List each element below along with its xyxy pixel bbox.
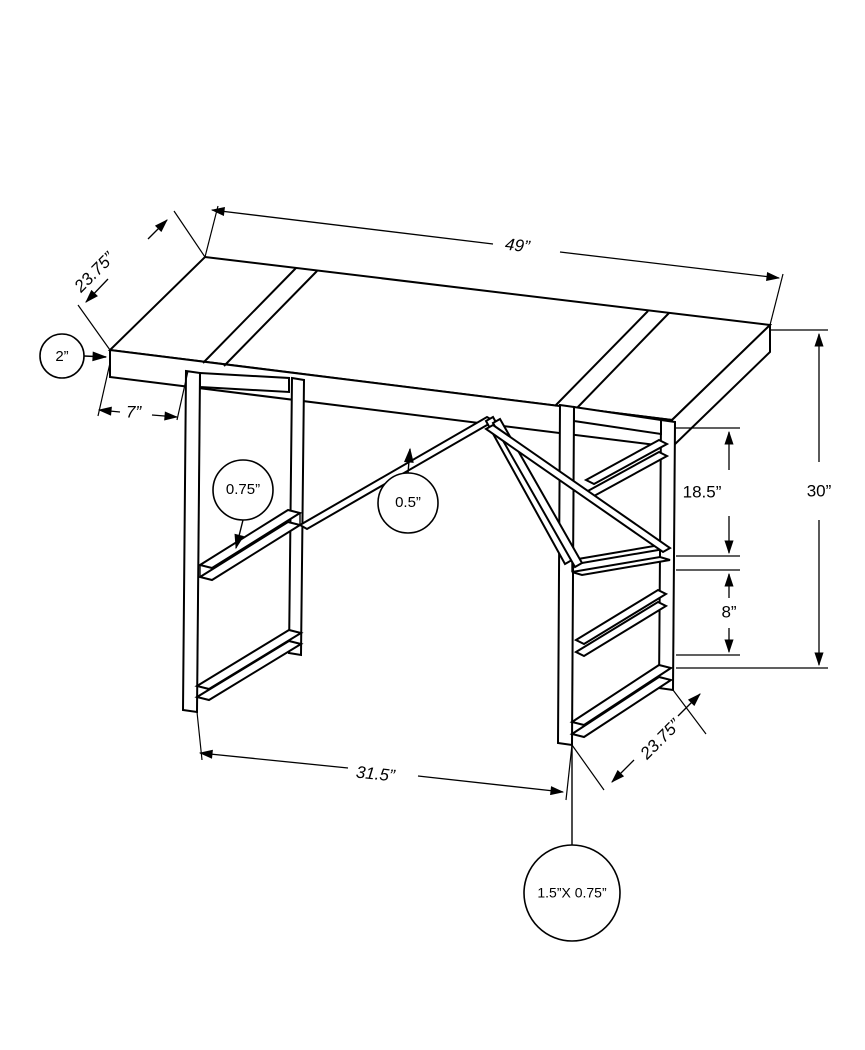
ext-line-overhang-left (97, 362, 111, 417)
left-leg-rear-upright (287, 376, 306, 657)
right-leg-lower-diagonal-b (573, 600, 669, 658)
balloon-label-cross-brace: 0.5” (395, 494, 421, 511)
desktop-seam-left-b (223, 270, 318, 367)
ext-line-width-right (769, 273, 784, 326)
dim-label-foot-span: 31.5” (355, 763, 397, 786)
left-leg-bottom-rail (194, 628, 304, 691)
center-brace-right-b (491, 417, 584, 569)
dim-line-framedepth-b (677, 693, 701, 717)
ext-line-framedepth-back (672, 689, 707, 735)
right-leg-lower-diagonal (573, 588, 669, 646)
ext-line-depth-back (173, 210, 206, 258)
ext-line-width-left (204, 205, 219, 258)
dim-line-overhang-b (151, 411, 179, 421)
left-leg-bottom-rail-face (194, 639, 304, 702)
ext-line-depth-front (77, 304, 111, 351)
dim-line-framedepth-a (611, 759, 635, 783)
dim-label-overall-height: 30” (807, 481, 832, 500)
desktop-seam-right-a (554, 310, 649, 407)
right-leg-rear-upright-edge (672, 421, 676, 691)
dim-label-lower-clearance: 8” (721, 602, 736, 621)
left-shelf-rail-bottom (197, 520, 303, 582)
balloon-leg-profile (523, 844, 621, 942)
balloon-label-shelf-rail: 0.75” (226, 481, 260, 498)
dim-line-depth-b (85, 278, 109, 303)
desktop-seam-right-b (575, 312, 670, 410)
desktop-seam-left-a (202, 267, 297, 364)
dim-line-footspan-b (417, 775, 565, 796)
right-leg-front-upright-edge (571, 406, 575, 746)
dim-label-overhang: 7” (126, 402, 142, 421)
dim-label-upper-clearance: 18.5” (683, 482, 722, 501)
ext-line-overhang-right (176, 370, 189, 421)
dim-line-width-b (559, 251, 781, 282)
left-leg-top-rail (199, 371, 290, 394)
dim-label-overall-depth: 23.75” (70, 248, 119, 297)
right-leg-front-upright (556, 403, 576, 747)
dim-line-depth-a (147, 219, 168, 240)
lead-line-shelf-rail (234, 519, 245, 550)
right-leg-rear-upright (657, 418, 677, 692)
right-leg-top-rail (573, 405, 662, 436)
left-leg-front-upright-edge (196, 372, 201, 713)
balloon-label-leg-profile: 1.5”X 0.75” (537, 885, 607, 901)
ext-line-footspan-right (565, 744, 573, 801)
right-leg-bottom-rail-b (569, 675, 674, 739)
lead-line-cross-brace (403, 447, 414, 474)
balloon-label-top-thickness: 2” (55, 348, 68, 365)
lead-line-top-thickness (83, 351, 108, 362)
dim-line-width-a (210, 206, 494, 245)
center-brace-right-long (484, 423, 672, 554)
right-leg-bottom-rail (569, 663, 674, 727)
dim-label-frame-depth: 23.75” (636, 715, 685, 764)
dim-line-footspan-a (198, 749, 349, 769)
dim-line-overhang-a (97, 406, 121, 416)
right-shelf-rail-bottom (571, 555, 671, 577)
dim-label-overall-width: 49” (504, 235, 532, 257)
ext-line-framedepth-front (571, 744, 605, 791)
right-leg-diagonal-brace (583, 438, 670, 486)
desk-body (107, 255, 773, 747)
